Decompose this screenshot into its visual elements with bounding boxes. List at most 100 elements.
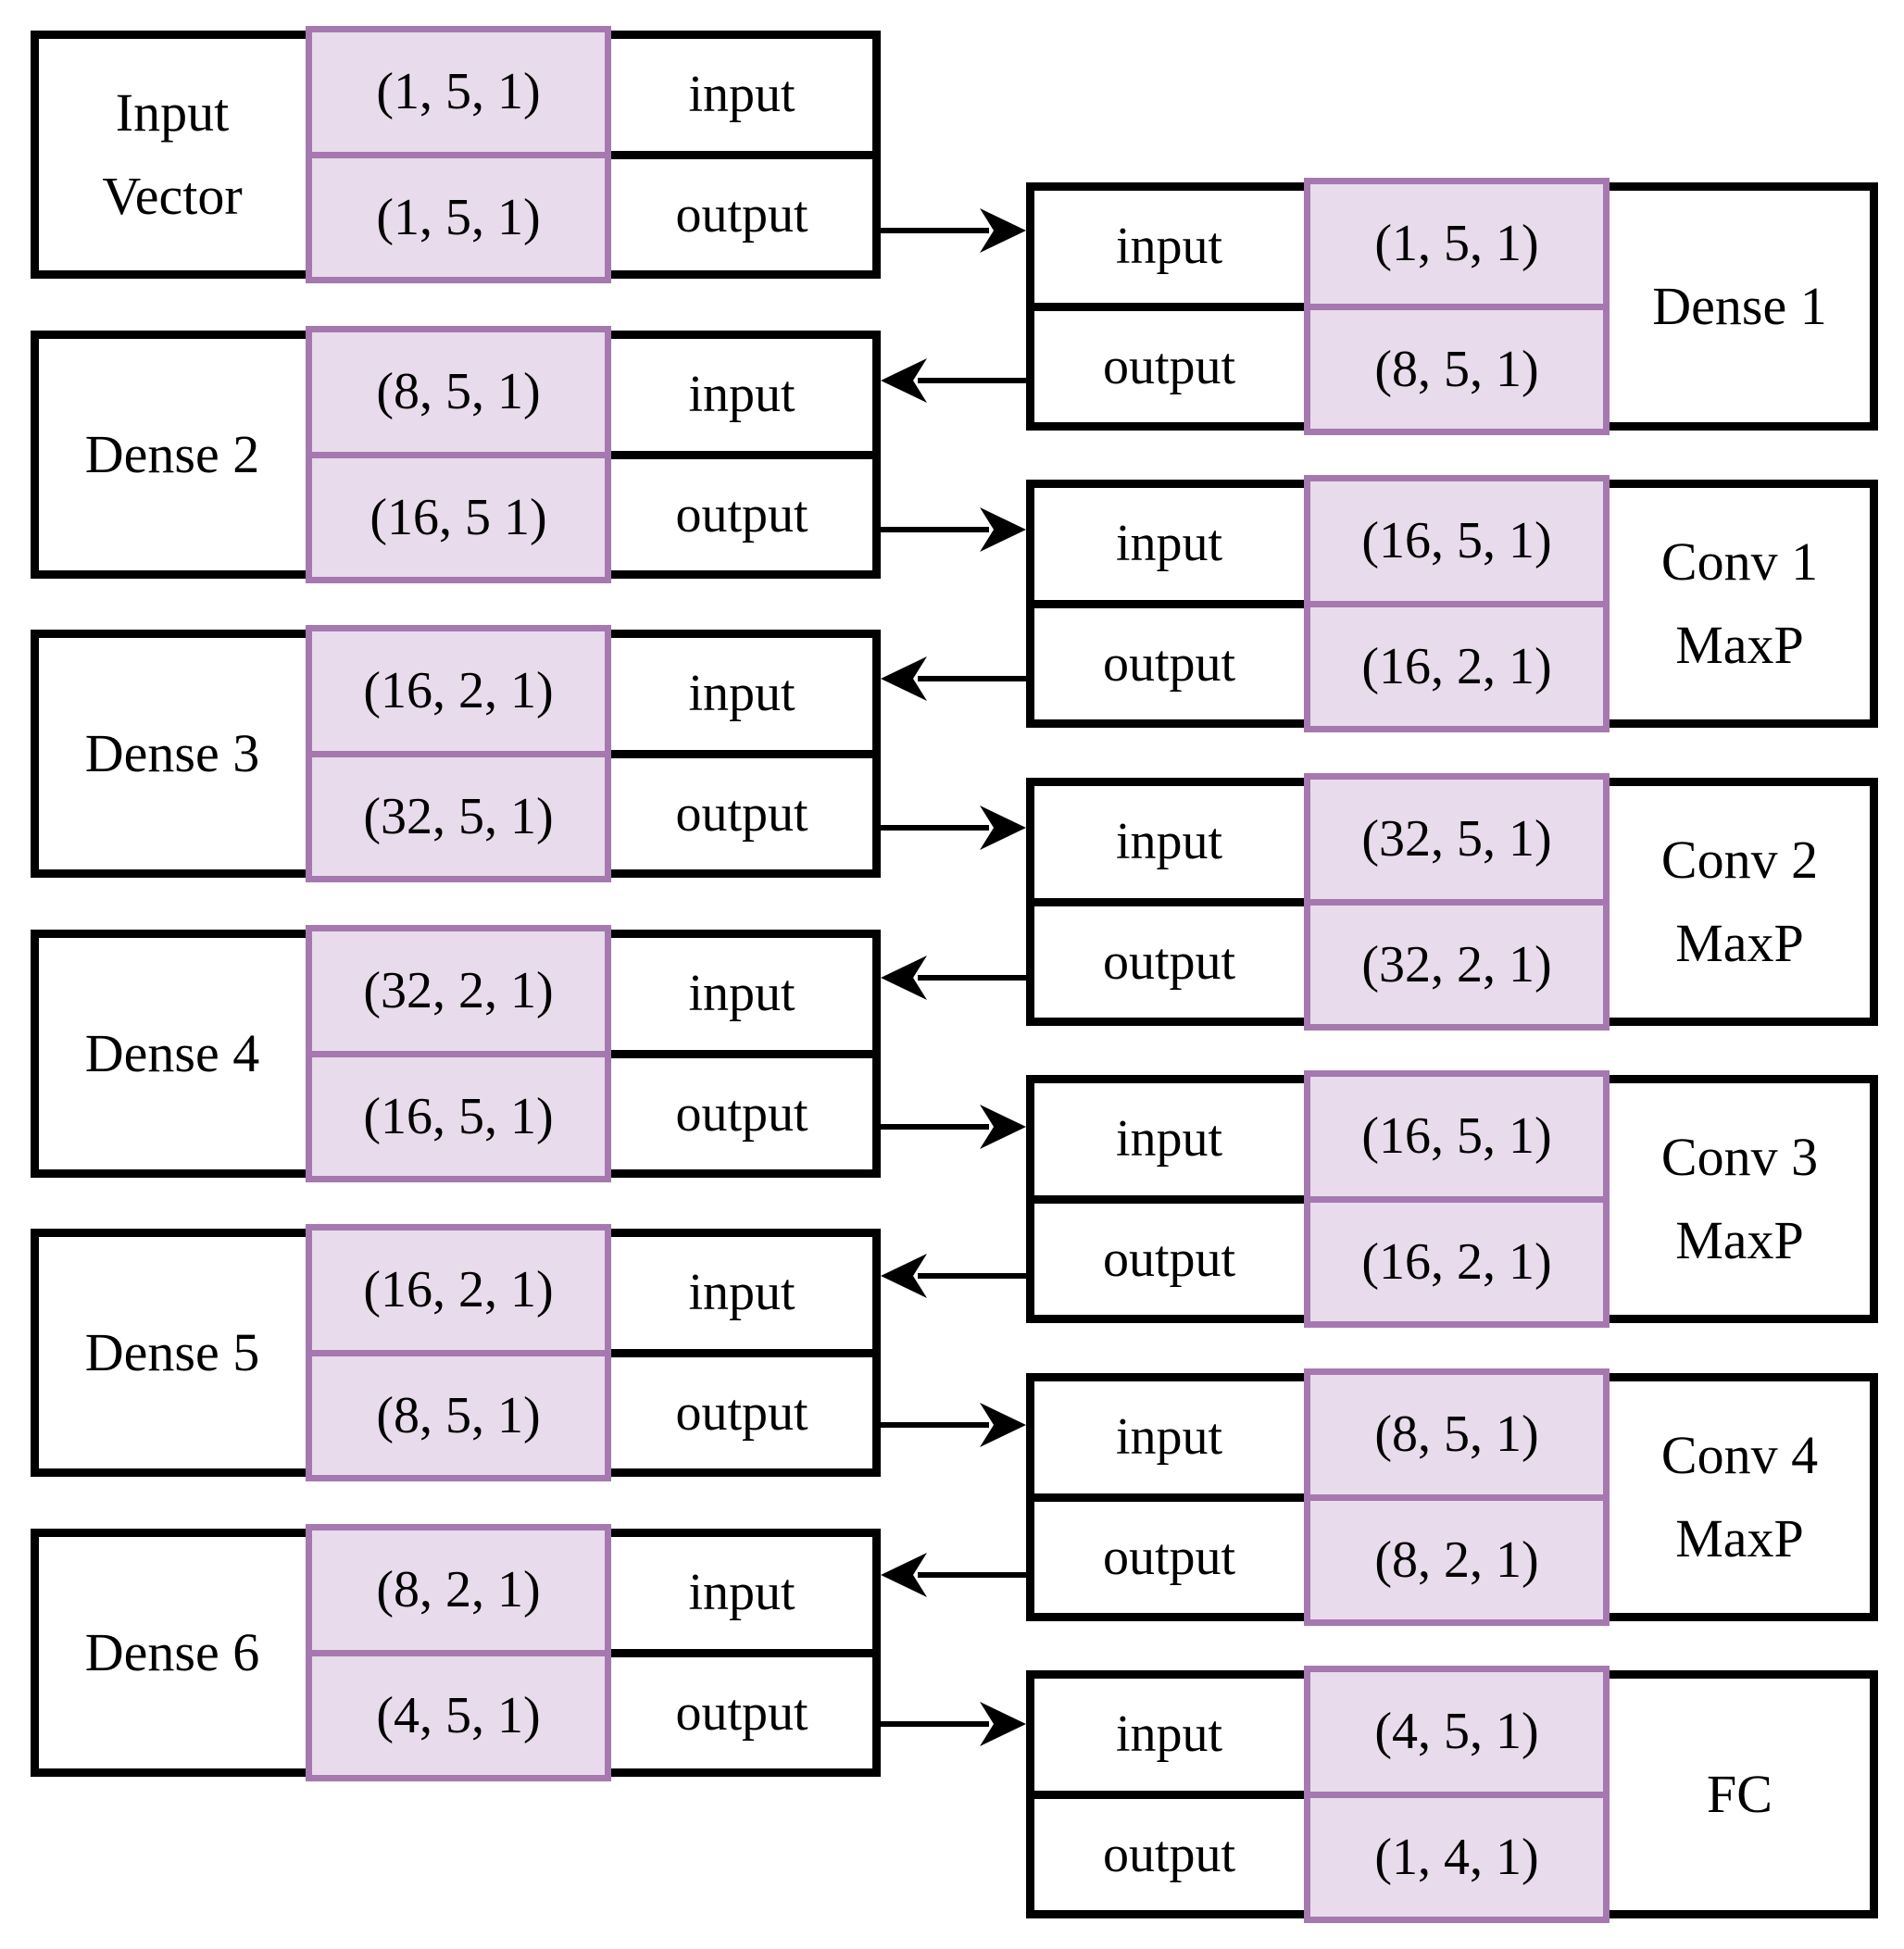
shape-cells: (4, 5, 1) (1, 4, 1) — [1304, 1666, 1610, 1923]
arrow-right-icon — [881, 1702, 1026, 1746]
arrow-shaft — [881, 228, 989, 233]
input-shape-cell: (8, 5, 1) — [1310, 1375, 1603, 1494]
input-shape-cell: (16, 2, 1) — [312, 631, 605, 751]
io-label-input: input — [611, 638, 872, 758]
input-shape-cell: (16, 5, 1) — [1310, 481, 1603, 601]
layer-label-line: Conv 2 — [1660, 830, 1819, 891]
layer-label-line: MaxP — [1675, 615, 1804, 675]
layer-label-line: Dense 5 — [84, 1322, 260, 1383]
io-label-output: output — [1102, 634, 1236, 693]
layer-label: Dense 4 — [39, 938, 306, 1169]
layer-label-line: Dense 6 — [84, 1622, 260, 1683]
layer-box-dense-6: Dense 6 input output (8, 2, 1) (4, 5, 1) — [31, 1524, 881, 1781]
io-label-output: output — [1102, 337, 1236, 395]
shape-cells: (16, 2, 1) (8, 5, 1) — [306, 1224, 611, 1481]
shape-cells: (1, 5, 1) (1, 5, 1) — [306, 26, 611, 283]
arrow-shaft — [881, 527, 989, 532]
input-shape-cell: (8, 2, 1) — [312, 1530, 605, 1650]
layer-label-line: MaxP — [1675, 1508, 1804, 1568]
layer-label-line: Dense 2 — [84, 424, 260, 485]
io-label-input: input — [1034, 191, 1304, 311]
io-label-input: input — [611, 39, 872, 159]
layer-box-conv-4: input output (8, 5, 1) (8, 2, 1) Conv 4 … — [1026, 1368, 1878, 1626]
input-shape-cell: (4, 5, 1) — [1310, 1672, 1603, 1792]
io-label-output: output — [675, 185, 808, 244]
layer-label: Dense 5 — [39, 1237, 306, 1468]
input-shape-cell: (1, 5, 1) — [1310, 184, 1603, 304]
layer-box-fc: input output (4, 5, 1) (1, 4, 1) FC — [1026, 1666, 1878, 1923]
arrow-right-icon — [881, 208, 1026, 253]
output-shape-cell: (1, 5, 1) — [312, 157, 605, 277]
io-label-output: output — [1102, 1230, 1236, 1288]
layer-label: Conv 2 MaxP — [1610, 786, 1870, 1018]
io-labels: input output — [1034, 488, 1304, 719]
layer-box-conv-2: input output (32, 5, 1) (32, 2, 1) Conv … — [1026, 773, 1878, 1031]
arrow-shaft — [918, 378, 1026, 383]
layer-label: Dense 3 — [39, 638, 306, 869]
io-label-input: input — [1034, 1381, 1304, 1502]
shape-cells: (8, 5, 1) (16, 5 1) — [306, 326, 611, 583]
layer-box-dense-5: Dense 5 input output (16, 2, 1) (8, 5, 1… — [31, 1224, 881, 1481]
layer-label: Dense 6 — [39, 1537, 306, 1768]
io-labels: input output — [1034, 1083, 1304, 1315]
io-labels: input output — [611, 339, 872, 570]
output-shape-cell: (16, 2, 1) — [1310, 1202, 1603, 1321]
io-labels: input output — [1034, 1679, 1304, 1910]
io-label-input: input — [1034, 488, 1304, 608]
layer-box-dense-3: Dense 3 input output (16, 2, 1) (32, 5, … — [31, 625, 881, 882]
shape-cells: (8, 5, 1) (8, 2, 1) — [1304, 1368, 1610, 1626]
arrow-left-icon — [881, 358, 1026, 403]
output-shape-cell: (4, 5, 1) — [312, 1655, 605, 1775]
io-labels: input output — [1034, 786, 1304, 1018]
io-labels: input output — [611, 1537, 872, 1768]
layer-label-line: Vector — [102, 166, 243, 226]
layer-label-line: Dense 4 — [84, 1023, 260, 1084]
io-labels: input output — [1034, 191, 1304, 422]
arrow-shaft — [881, 1721, 989, 1727]
arrow-shaft — [881, 1422, 989, 1428]
arrow-left-icon — [881, 956, 1026, 1000]
io-label-input: input — [1034, 786, 1304, 906]
shape-cells: (16, 2, 1) (32, 5, 1) — [306, 625, 611, 882]
output-shape-cell: (8, 5, 1) — [312, 1356, 605, 1475]
io-labels: input output — [1034, 1381, 1304, 1613]
shape-cells: (8, 2, 1) (4, 5, 1) — [306, 1524, 611, 1781]
layer-box-input-vector: Input Vector input output (1, 5, 1) (1, … — [31, 26, 881, 283]
arrow-shaft — [918, 975, 1026, 981]
output-shape-cell: (16, 5, 1) — [312, 1056, 605, 1176]
arrow-right-icon — [881, 1403, 1026, 1447]
io-label-output: output — [675, 1084, 808, 1143]
output-shape-cell: (16, 2, 1) — [1310, 606, 1603, 726]
io-label-output: output — [1102, 1825, 1236, 1883]
arrow-shaft — [881, 825, 989, 831]
io-label-output: output — [675, 485, 808, 543]
io-label-input: input — [611, 1237, 872, 1357]
io-label-input: input — [1034, 1679, 1304, 1799]
shape-cells: (32, 5, 1) (32, 2, 1) — [1304, 773, 1610, 1031]
shape-cells: (1, 5, 1) (8, 5, 1) — [1304, 178, 1610, 435]
layer-label: FC — [1610, 1679, 1870, 1910]
layer-label: Conv 3 MaxP — [1610, 1083, 1870, 1315]
arrow-left-icon — [881, 1553, 1026, 1597]
io-labels: input output — [611, 1237, 872, 1468]
input-shape-cell: (1, 5, 1) — [312, 32, 605, 152]
arrow-right-icon — [881, 1105, 1026, 1149]
io-label-output: output — [675, 784, 808, 843]
arrow-shaft — [881, 1124, 989, 1130]
output-shape-cell: (8, 2, 1) — [1310, 1500, 1603, 1619]
layer-label: Dense 1 — [1610, 191, 1870, 422]
io-label-output: output — [675, 1383, 808, 1442]
layer-label-line: Dense 3 — [84, 723, 260, 784]
output-shape-cell: (8, 5, 1) — [1310, 309, 1603, 429]
layer-label-line: FC — [1707, 1764, 1772, 1825]
io-label-input: input — [611, 339, 872, 459]
input-shape-cell: (8, 5, 1) — [312, 332, 605, 452]
layer-label-line: Conv 4 — [1660, 1425, 1819, 1486]
layer-label: Dense 2 — [39, 339, 306, 570]
output-shape-cell: (32, 2, 1) — [1310, 905, 1603, 1024]
io-label-output: output — [1102, 932, 1236, 991]
input-shape-cell: (32, 2, 1) — [312, 931, 605, 1051]
io-labels: input output — [611, 39, 872, 270]
layer-label-line: Conv 3 — [1660, 1127, 1819, 1188]
